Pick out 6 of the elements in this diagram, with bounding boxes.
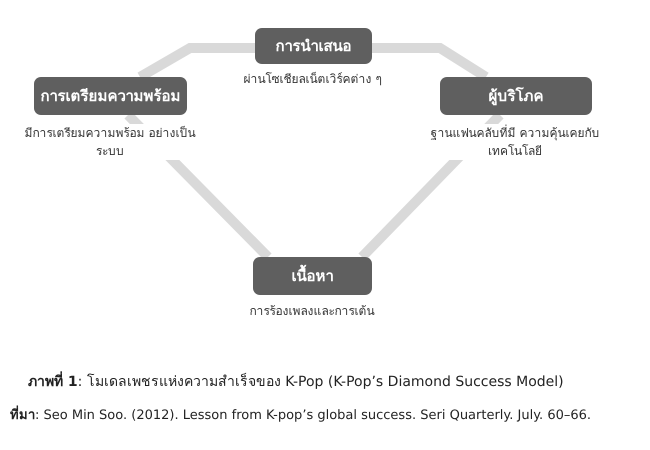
label-box: เนื้อหา xyxy=(253,257,372,295)
figure-caption: ภาพที่ 1: โมเดลเพชรแห่งความสำเร็จของ K-Pop (K-Pop’s Diamond Success Model) xyxy=(28,370,564,392)
label-box: การนำเสนอ xyxy=(255,28,372,64)
source-note: ที่มา: Seo Min Soo. (2012). Lesson from K-pop’s global success. Seri Quarterly. July. 60–66. xyxy=(10,404,592,425)
label-box: ผู้บริโภค xyxy=(440,77,592,115)
label-box: การเตรียมความพร้อม xyxy=(34,77,187,115)
